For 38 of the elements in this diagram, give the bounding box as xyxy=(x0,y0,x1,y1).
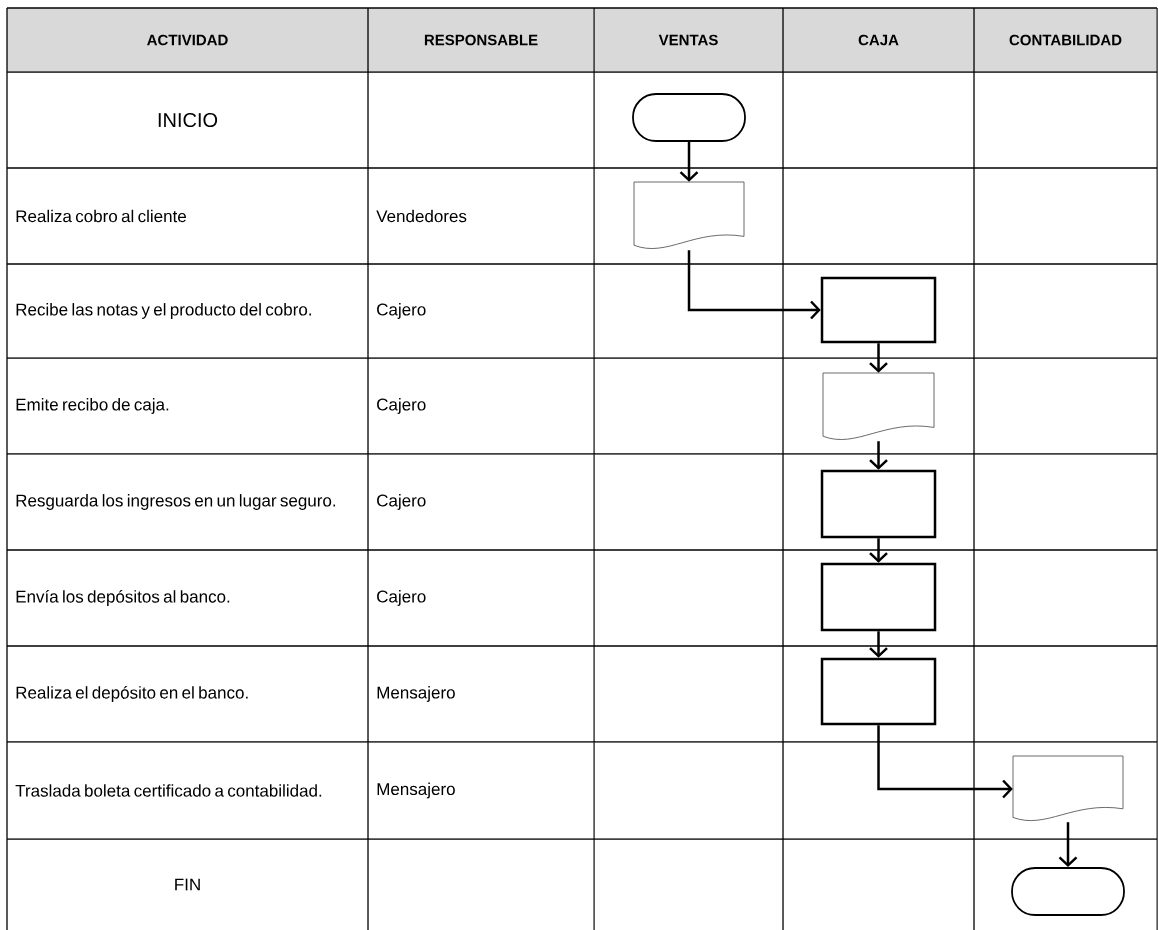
column-header: CAJA xyxy=(858,34,899,46)
cell-text: FIN xyxy=(175,878,200,891)
terminal-shape xyxy=(632,93,746,142)
document-shape xyxy=(633,181,745,249)
arrow xyxy=(869,538,888,563)
process-box xyxy=(820,562,937,632)
cell-text: Vendedores xyxy=(376,209,467,223)
arrow xyxy=(869,343,888,373)
column-header: CONTABILIDAD xyxy=(1009,34,1122,46)
cell-text: Mensajero xyxy=(377,782,455,799)
document-shape xyxy=(822,372,935,440)
cell-text: Resguarda los ingresos en un lugar seguro. xyxy=(16,494,336,510)
document-shape xyxy=(1012,755,1124,821)
terminal-shape xyxy=(1011,867,1125,916)
column-header: VENTAS xyxy=(658,34,718,46)
cell-text: Cajero xyxy=(377,494,426,510)
arrow xyxy=(869,441,888,470)
column-header: ACTIVIDAD xyxy=(147,34,228,46)
cell-text: Cajero xyxy=(377,398,426,414)
cell-text: INICIO xyxy=(158,112,218,128)
arrow xyxy=(679,141,699,182)
cell-text: Cajero xyxy=(377,303,426,319)
arrow xyxy=(687,250,821,320)
process-box xyxy=(820,657,937,726)
cell-text: Realiza cobro al cliente xyxy=(16,209,186,223)
cell-text: Recibe las notas y el producto del cobro. xyxy=(16,303,311,319)
process-box xyxy=(820,276,937,344)
cell-text: Realiza el depósito en el banco. xyxy=(16,686,248,703)
cell-text: Cajero xyxy=(377,590,426,606)
cell-text: Traslada boleta certificado a contabilidad. xyxy=(15,784,322,797)
arrow xyxy=(869,631,888,658)
cell-text: Mensajero xyxy=(377,686,455,702)
cell-text: Emite recibo de caja. xyxy=(16,398,169,414)
cell-text: Envía los depósitos al banco. xyxy=(16,590,230,607)
process-box xyxy=(820,469,937,539)
column-header: RESPONSABLE xyxy=(424,34,538,46)
arrow xyxy=(877,725,1013,799)
arrow xyxy=(1058,822,1078,868)
